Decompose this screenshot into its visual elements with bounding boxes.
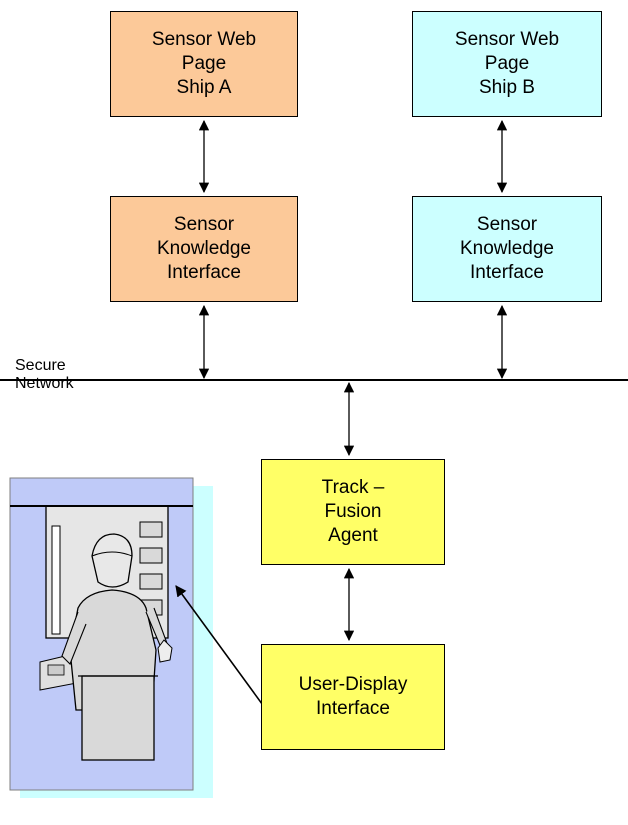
sensor-knowledge-interface-b: Sensor Knowledge Interface [412,196,602,302]
operator-at-console-icon [9,477,213,798]
display-to-operator-arrow [175,585,266,709]
track-fusion-agent: Track – Fusion Agent [261,459,445,565]
user-display-interface: User-Display Interface [261,644,445,750]
sensor-web-page-ship-b: Sensor Web Page Ship B [412,11,602,117]
sensor-web-page-ship-a: Sensor Web Page Ship A [110,11,298,117]
sensor-knowledge-interface-a: Sensor Knowledge Interface [110,196,298,302]
secure-network-label: Secure Network [15,357,74,392]
